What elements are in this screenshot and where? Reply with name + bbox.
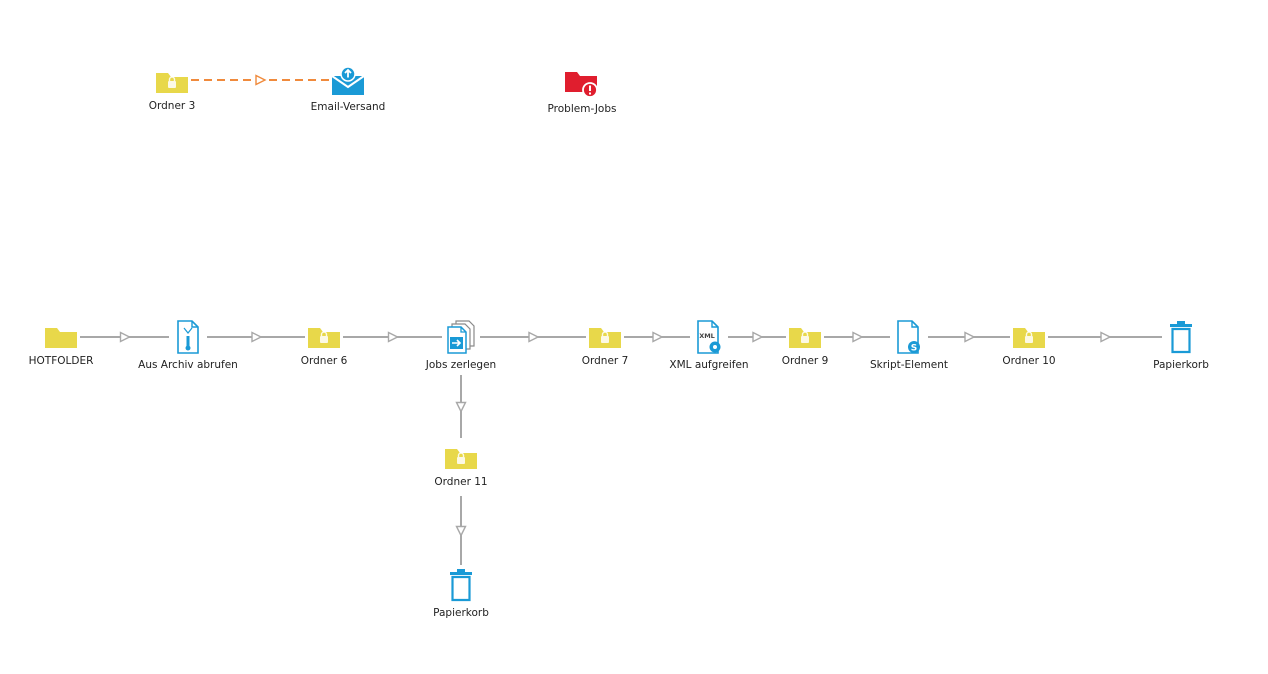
node-email-versand[interactable]: Email-Versand <box>288 66 408 114</box>
connector-arrow <box>528 331 540 343</box>
split-jobs-icon <box>447 320 475 354</box>
connector-arrow <box>251 331 263 343</box>
node-ordner-10[interactable]: Ordner 10 <box>969 324 1089 368</box>
trash-icon <box>450 569 472 602</box>
node-ordner-9[interactable]: Ordner 9 <box>745 324 865 368</box>
connector-arrow <box>652 331 664 343</box>
connectors <box>80 74 1162 565</box>
node-label: Skript-Element <box>869 359 949 371</box>
locked-folder-icon <box>789 328 821 348</box>
node-label: Ordner 10 <box>1002 355 1056 367</box>
connector-arrow <box>387 331 400 343</box>
archive-retrieve-icon <box>177 320 199 354</box>
locked-folder-icon <box>308 328 340 348</box>
node-label: Ordner 9 <box>781 355 829 367</box>
connector-arrow <box>964 331 976 343</box>
locked-folder-icon <box>156 73 188 93</box>
node-label: Papierkorb <box>1153 359 1209 371</box>
connector-arrow <box>752 331 764 343</box>
connector-arrow <box>1100 331 1112 343</box>
folder-icon <box>45 328 77 348</box>
node-label: Problem-Jobs <box>547 103 617 115</box>
node-papierkorb-main[interactable]: Papierkorb <box>1121 320 1241 372</box>
node-jobs-zerlegen[interactable]: Jobs zerlegen <box>401 320 521 372</box>
connector-arrow <box>255 74 267 86</box>
node-label: Email-Versand <box>310 101 386 113</box>
email-icon <box>331 66 365 95</box>
node-label: HOTFOLDER <box>28 355 94 367</box>
node-xml-aufgreifen[interactable]: XML XML aufgreifen <box>649 320 769 372</box>
node-problem-jobs[interactable]: Problem-Jobs <box>522 68 642 116</box>
node-label: Papierkorb <box>433 607 489 619</box>
node-skript-element[interactable]: S Skript-Element <box>849 320 969 372</box>
node-papierkorb-branch[interactable]: Papierkorb <box>401 568 521 620</box>
node-label: Ordner 6 <box>300 355 348 367</box>
node-label: Aus Archiv abrufen <box>138 359 238 371</box>
node-ordner-3[interactable]: Ordner 3 <box>112 69 232 113</box>
problem-folder-icon <box>565 72 598 98</box>
svg-text:XML: XML <box>699 332 715 340</box>
node-aus-archiv-abrufen[interactable]: Aus Archiv abrufen <box>128 320 248 372</box>
node-label: Ordner 7 <box>581 355 629 367</box>
connector-arrow <box>455 401 467 414</box>
node-label: XML aufgreifen <box>669 359 749 371</box>
node-label: Ordner 11 <box>434 476 488 488</box>
node-ordner-7[interactable]: Ordner 7 <box>545 324 665 368</box>
node-label: Ordner 3 <box>148 100 196 112</box>
trash-icon <box>1170 321 1192 354</box>
locked-folder-icon <box>589 328 621 348</box>
locked-folder-icon <box>1013 328 1045 348</box>
connector-arrow <box>119 331 132 343</box>
node-label: Jobs zerlegen <box>425 359 497 371</box>
connector-arrow <box>455 525 467 538</box>
xml-pickup-icon: XML <box>697 320 721 354</box>
script-element-icon: S <box>897 320 920 354</box>
node-hotfolder[interactable]: HOTFOLDER <box>1 324 121 368</box>
connector-arrow <box>852 331 864 343</box>
node-ordner-6[interactable]: Ordner 6 <box>264 324 384 368</box>
locked-folder-icon <box>445 449 477 469</box>
svg-text:S: S <box>911 344 917 354</box>
node-ordner-11[interactable]: Ordner 11 <box>401 445 521 489</box>
